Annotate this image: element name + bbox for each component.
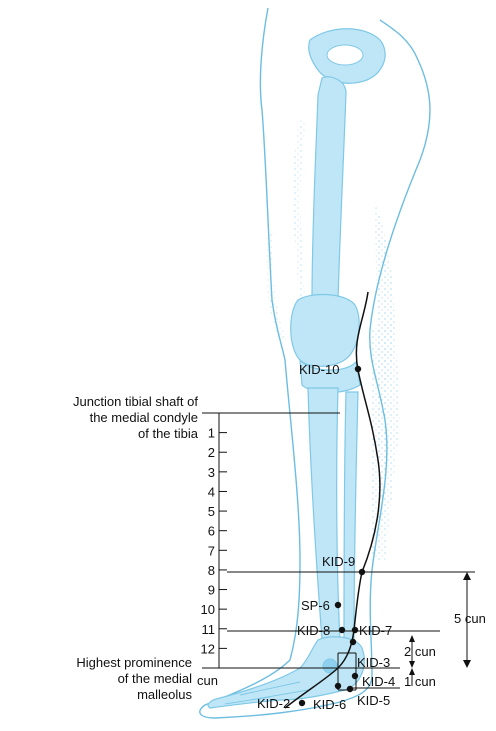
kid-9-label: KID-9 (322, 554, 355, 569)
kid-2-label: KID-2 (257, 696, 290, 711)
measure-2-cun-label: 2 cun (404, 644, 436, 659)
malleolus-note: Highest prominence of the medial malleol… (0, 655, 192, 703)
scale-tick-label: 4 (208, 484, 215, 499)
kid-7-label: KID-7 (359, 623, 392, 638)
scale-tick-label: 2 (208, 445, 215, 460)
measure-1-cun-label: 1 cun (404, 674, 436, 689)
kid-3-label: KID-3 (357, 655, 390, 670)
knee-joint (291, 295, 360, 393)
kid-7-point: KID-7 (352, 623, 392, 638)
scale-tick-label: 8 (208, 563, 215, 578)
pelvis-bone (309, 29, 385, 84)
sp-6-label: SP-6 (301, 598, 330, 613)
scale-tick-label: 10 (201, 602, 215, 617)
kid-6-label: KID-6 (313, 697, 346, 712)
kid-4-label: KID-4 (362, 674, 395, 689)
junction-note-line-3: of the tibia (0, 426, 198, 442)
scale-tick-label: 5 (208, 504, 215, 519)
malleolus-note-line-1: Highest prominence (0, 655, 192, 671)
scale-unit-label: cun (197, 673, 218, 688)
kid-8-label: KID-8 (297, 623, 330, 638)
scale-tick-label: 9 (208, 583, 215, 598)
measure-5-cun-label: 5 cun (454, 611, 486, 626)
kid-5-label: KID-5 (357, 693, 390, 708)
junction-note-line-1: Junction tibial shaft of (0, 394, 198, 410)
measure-5-cun: 5 cun (454, 572, 486, 668)
junction-note: Junction tibial shaft of the medial cond… (0, 394, 198, 442)
scale-tick-label: 3 (208, 465, 215, 480)
fibula-bone (344, 392, 358, 640)
malleolus-note-line-3: malleolus (0, 687, 192, 703)
scale-tick-label: 11 (202, 622, 216, 637)
scale-tick-label: 7 (208, 543, 215, 558)
scale-tick-label: 1 (208, 426, 215, 441)
scale-tick-label: 6 (208, 524, 215, 539)
junction-note-line-2: the medial condyle (0, 410, 198, 426)
scale-tick-label: 12 (201, 641, 215, 656)
kid-10-label: KID-10 (299, 362, 339, 377)
measure-2-cun: 2 cun (404, 635, 436, 668)
femur-bone (312, 77, 346, 300)
malleolus-note-line-2: of the medial (0, 671, 192, 687)
